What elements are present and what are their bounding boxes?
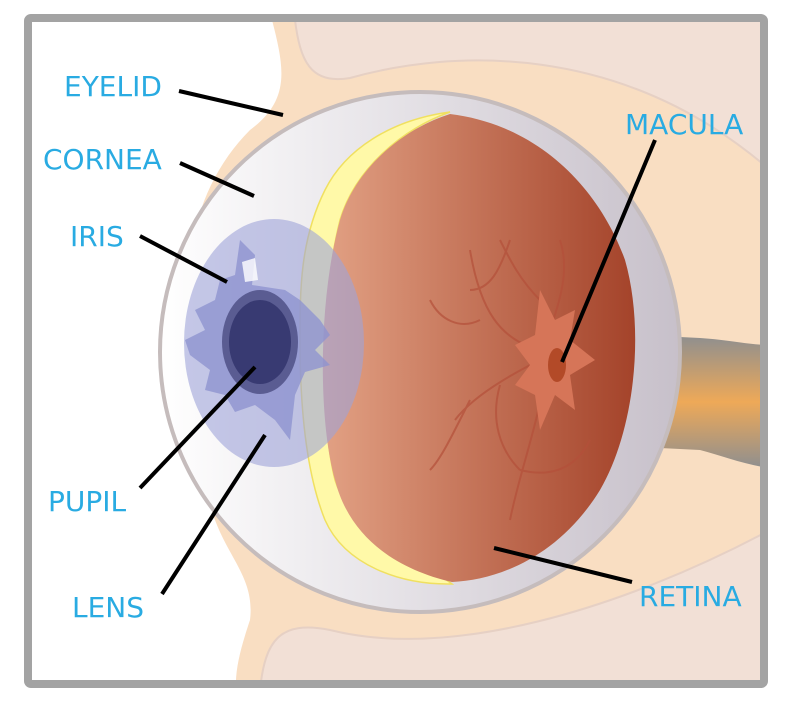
diagram-frame: [24, 14, 768, 688]
lens-leader-line: [160, 433, 267, 596]
optic-nerve: [660, 336, 762, 467]
macula: [548, 348, 566, 382]
label-retina: RETINA: [639, 580, 742, 613]
iris-highlight: [242, 258, 258, 282]
iris-leader-line: [139, 234, 228, 284]
label-pupil: PUPIL: [48, 485, 127, 518]
label-cornea: CORNEA: [43, 143, 162, 176]
cornea-leader-line: [179, 161, 255, 198]
retina: [322, 114, 636, 582]
skin-shadow-bottom: [259, 533, 762, 682]
retina-leader-line: [493, 546, 633, 584]
eyelid-leader-line: [178, 89, 284, 117]
pupil-leader-line: [138, 365, 257, 490]
skin-shadow-top: [293, 20, 762, 165]
label-iris: IRIS: [70, 220, 124, 253]
label-macula: MACULA: [625, 108, 743, 141]
label-eyelid: EYELID: [64, 70, 162, 103]
label-lens: LENS: [72, 591, 144, 624]
macula-leader-line: [560, 139, 657, 363]
pupil: [229, 300, 291, 384]
